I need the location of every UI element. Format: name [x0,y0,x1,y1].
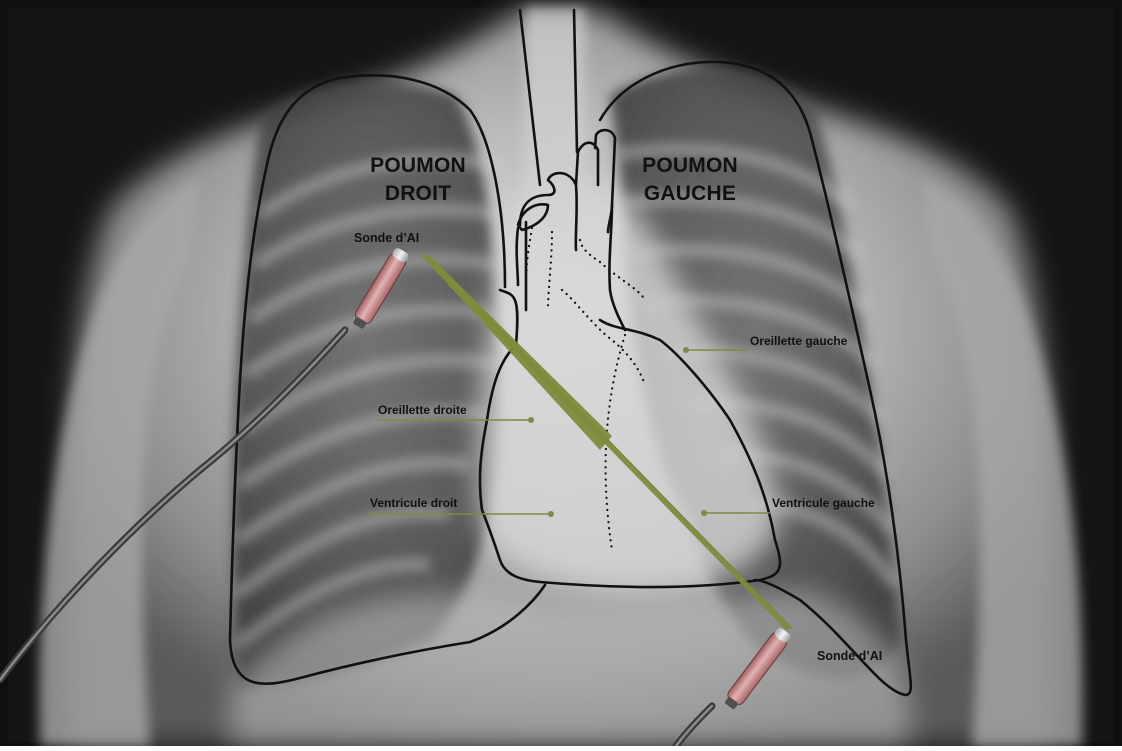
left-lung-label-line2: GAUCHE [644,182,736,205]
right-lung-label-line2: DROIT [385,182,451,205]
dot-right-ventricle [548,511,554,517]
left-lung-label-line1: POUMON [642,154,738,177]
right-atrium-label: Oreillette droite [378,403,467,417]
left-atrium-label: Oreillette gauche [750,334,848,348]
dot-left-ventricle [701,510,707,516]
right-ventricle-label: Ventricule droit [370,496,457,510]
probe-top-label: Sonde d’AI [354,231,419,245]
dot-right-atrium [528,417,534,423]
left-ventricle-label: Ventricule gauche [772,496,875,510]
dot-left-atrium [683,347,689,353]
right-lung-label-line1: POUMON [370,154,466,177]
probe-bottom-label: Sonde d’AI [817,649,882,663]
